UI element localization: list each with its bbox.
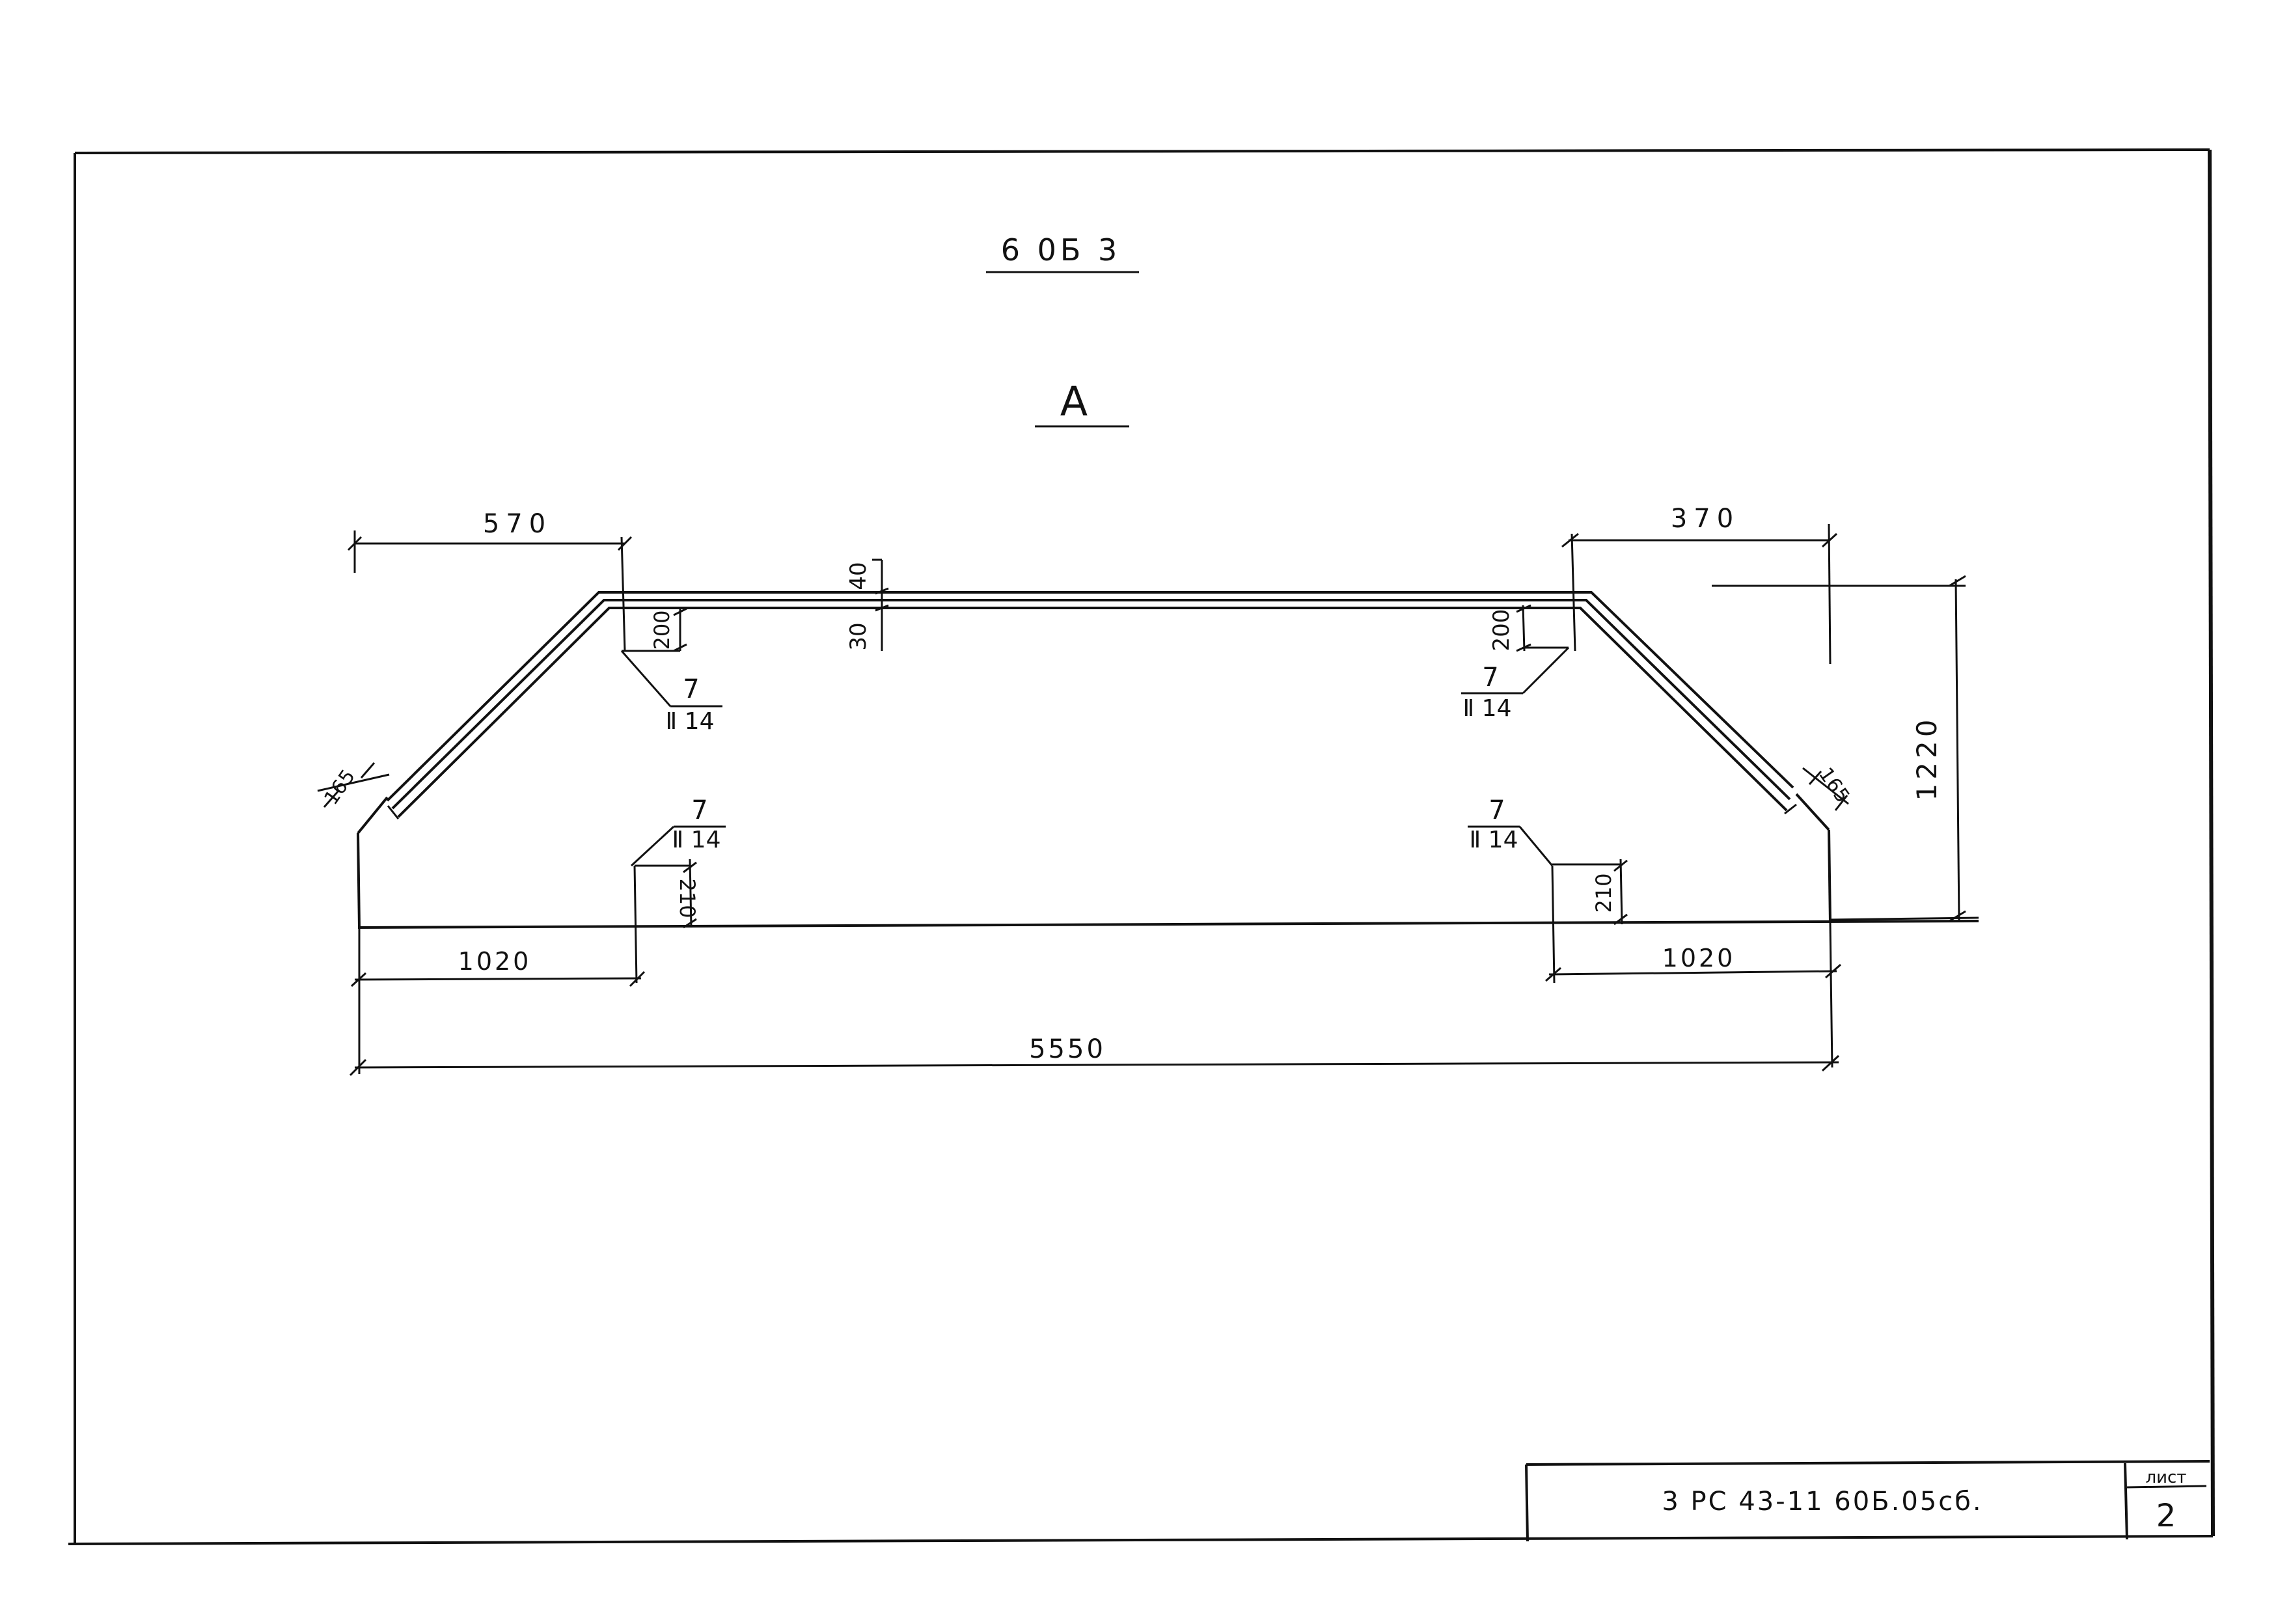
callout-bottom-left-spec: Ⅱ 14 — [672, 827, 721, 853]
view-label-text: А — [1060, 378, 1088, 425]
callout-bottom-left-mark: 7 — [691, 795, 707, 825]
dim-left-200-text: 200 — [650, 610, 674, 650]
dim-left-210: 210 — [635, 859, 700, 929]
dim-left-200: 200 — [622, 607, 687, 652]
callout-top-left-spec: Ⅱ 14 — [666, 708, 715, 735]
dim-cover: 40 30 — [845, 558, 889, 651]
rebar-outer — [386, 591, 1794, 802]
dim-left-165: 165 — [317, 762, 390, 809]
callout-top-left-mark: 7 — [683, 674, 699, 704]
sheet-frame — [68, 148, 2215, 1545]
dim-total-5550-text: 5550 — [1029, 1034, 1106, 1064]
dim-right-165-text: 165 — [1814, 764, 1854, 807]
callout-top-right-mark: 7 — [1482, 663, 1498, 693]
callout-bottom-right: 7 Ⅱ 14 — [1468, 795, 1554, 866]
rebar-middle — [391, 599, 1791, 810]
dim-height-1220-text: 1220 — [1911, 716, 1943, 801]
dim-bottom-right-1020-text: 1020 — [1662, 944, 1736, 972]
callout-top-left: 7 Ⅱ 14 — [620, 650, 722, 735]
detail-label: 6 0Б 3 — [986, 232, 1139, 273]
dim-left-165-text: 165 — [320, 765, 360, 809]
dim-cover-top-text: 40 — [845, 562, 871, 590]
callout-top-right: 7 Ⅱ 14 — [1461, 646, 1570, 722]
dim-right-210-text: 210 — [1591, 873, 1616, 913]
rebar-bars — [386, 591, 1797, 819]
view-label: А — [1035, 378, 1129, 428]
callout-bottom-left: 7 Ⅱ 14 — [630, 795, 726, 867]
title-block-sheet-number: 2 — [2156, 1498, 2176, 1534]
dim-bottom-left-1020: 1020 — [350, 865, 646, 1074]
dim-right-210: 210 — [1552, 859, 1628, 926]
rebar-inner — [397, 607, 1788, 818]
dim-right-200-text: 200 — [1488, 609, 1515, 652]
title-block: 3 РС 43-11 60Б.05сб. лист 2 — [1525, 1460, 2210, 1542]
dim-left-210-text: 210 — [675, 878, 700, 918]
callout-top-right-spec: Ⅱ 14 — [1463, 695, 1512, 722]
dim-bottom-left-1020-text: 1020 — [458, 947, 532, 976]
dim-bottom-right-1020: 1020 — [1545, 865, 1841, 1068]
dim-height-1220: 1220 — [1712, 575, 1979, 922]
callout-bottom-right-mark: 7 — [1488, 795, 1505, 825]
dim-top-left-text: 570 — [483, 509, 552, 539]
detail-label-text: 6 0Б 3 — [1001, 232, 1121, 268]
element-outline — [357, 793, 1979, 929]
title-block-sheet-label: лист — [2146, 1468, 2187, 1487]
dim-top-right-text: 370 — [1671, 504, 1740, 534]
title-block-code: 3 РС 43-11 60Б.05сб. — [1662, 1487, 1982, 1517]
dim-right-165: 165 — [1802, 764, 1854, 811]
dim-top-right: 370 — [1561, 504, 1838, 665]
dim-right-200: 200 — [1488, 604, 1569, 652]
dim-total-5550: 5550 — [349, 1034, 1840, 1077]
dim-cover-bottom-text: 30 — [845, 622, 871, 650]
dim-top-left: 570 — [347, 509, 633, 652]
callout-bottom-right-spec: Ⅱ 14 — [1470, 827, 1518, 853]
